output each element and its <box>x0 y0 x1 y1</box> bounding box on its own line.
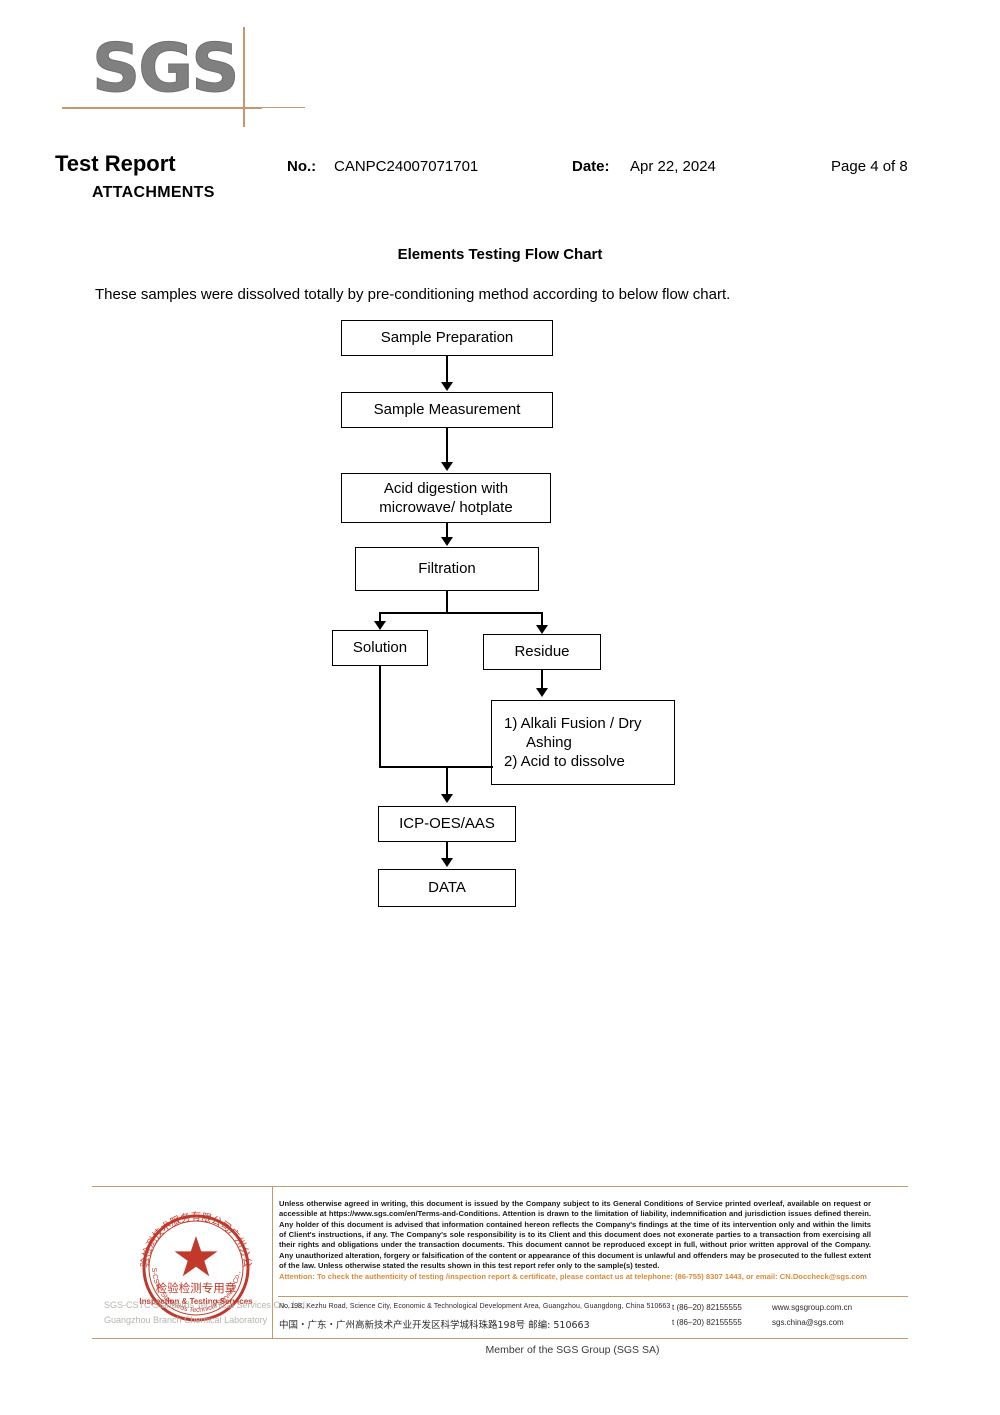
connector-merge-horizontal <box>379 766 493 768</box>
connector-residue-to-alkali <box>541 670 543 690</box>
disclaimer-text: Unless otherwise agreed in writing, this… <box>279 1199 871 1270</box>
footer-separator-vertical <box>272 1186 273 1338</box>
arrow-merge-to-icp <box>441 794 453 803</box>
flow-node-solution: Solution <box>332 630 428 666</box>
flow-node-icp-oes-aas: ICP-OES/AAS <box>378 806 516 842</box>
page-number: Page 4 of 8 <box>831 158 908 175</box>
footer-rule-top <box>92 1186 908 1187</box>
website-url[interactable]: www.sgsgroup.com.cn <box>772 1303 853 1312</box>
flow-node-data: DATA <box>378 869 516 907</box>
connector-split-right <box>541 612 543 628</box>
sgs-logo-text: SGS <box>92 29 241 108</box>
connector-meas-to-acid <box>446 428 448 463</box>
telephone-1: t (86–20) 82155555 <box>672 1303 742 1312</box>
flow-node-sample-measurement: Sample Measurement <box>341 392 553 428</box>
connector-prep-to-meas <box>446 356 448 383</box>
footer-disclaimer: Unless otherwise agreed in writing, this… <box>279 1199 871 1283</box>
acid-line-2: microwave/ hotplate <box>379 499 513 516</box>
connector-filtration-split <box>379 612 542 614</box>
address-english: No.198, Kezhu Road, Science City, Econom… <box>279 1303 671 1310</box>
lab-name-line-2: Guangzhou Branch Chemical Laboratory <box>104 1315 268 1325</box>
connector-icp-to-data <box>446 842 448 860</box>
connector-merge-to-icp <box>446 766 448 796</box>
connector-solution-down <box>379 666 381 768</box>
acid-line-1: Acid digestion with <box>383 479 509 497</box>
header-rule-vertical <box>243 27 245 127</box>
header-rule-extension <box>243 107 305 108</box>
arrow-meas-to-acid <box>441 462 453 471</box>
arrow-icp-to-data <box>441 858 453 867</box>
sgs-logo: SGS <box>92 28 262 108</box>
arrow-to-solution <box>374 621 386 630</box>
page-subtitle: ATTACHMENTS <box>92 184 215 201</box>
connector-acid-to-filtration <box>446 523 448 539</box>
alkali-line-2: Ashing <box>526 733 572 751</box>
arrow-residue-to-alkali <box>536 688 548 697</box>
report-no-label: No.: <box>287 158 317 175</box>
flow-node-acid-digestion: Acid digestion with microwave/ hotplate <box>341 473 551 523</box>
intro-text: These samples were dissolved totally by … <box>95 286 731 303</box>
report-date-label: Date: <box>572 158 610 175</box>
svg-text:检验检测专用章: 检验检测专用章 <box>156 1281 237 1295</box>
svg-text:Inspection & Testing Services: Inspection & Testing Services <box>139 1297 253 1306</box>
arrow-acid-to-filtration <box>441 537 453 546</box>
lab-name-line-1: SGS-CSTC Standards Technical Services Co… <box>104 1300 308 1310</box>
arrow-to-residue <box>536 625 548 634</box>
header-rule <box>62 107 262 109</box>
connector-split-left <box>379 612 381 624</box>
flow-node-sample-preparation: Sample Preparation <box>341 320 553 356</box>
inspection-stamp: 检验检测技术服务有限公司广州分公司 检验检测专用章 Inspection & T… <box>123 1190 264 1336</box>
alkali-line-1: 1) Alkali Fusion / Dry <box>504 714 642 732</box>
footer-rule-bottom <box>92 1338 908 1339</box>
flow-node-alkali-fusion: 1) Alkali Fusion / Dry Ashing 2) Acid to… <box>491 700 675 785</box>
arrow-prep-to-meas <box>441 382 453 391</box>
connector-filtration-stem <box>446 591 448 613</box>
report-no-value: CANPC24007071701 <box>334 158 479 175</box>
address-chinese: 中国・广东・广州高新技术产业开发区科学城科珠路198号 邮编: 510663 <box>279 1320 590 1331</box>
flow-node-filtration: Filtration <box>355 547 539 591</box>
member-text: Member of the SGS Group (SGS SA) <box>485 1344 660 1356</box>
report-date-value: Apr 22, 2024 <box>630 158 716 175</box>
telephone-2: t (86–20) 82155555 <box>672 1318 742 1327</box>
alkali-line-3: 2) Acid to dissolve <box>504 753 625 771</box>
flowchart-title: Elements Testing Flow Chart <box>397 246 603 263</box>
flow-node-residue: Residue <box>483 634 601 670</box>
page-title: Test Report <box>55 151 176 176</box>
attention-notice: Attention: To check the authenticity of … <box>279 1272 867 1282</box>
contact-email[interactable]: sgs.china@sgs.com <box>772 1318 844 1327</box>
footer-rule-middle <box>278 1296 908 1297</box>
member-notice: Member of the SGS Group (SGS SA) <box>0 1344 1000 1356</box>
